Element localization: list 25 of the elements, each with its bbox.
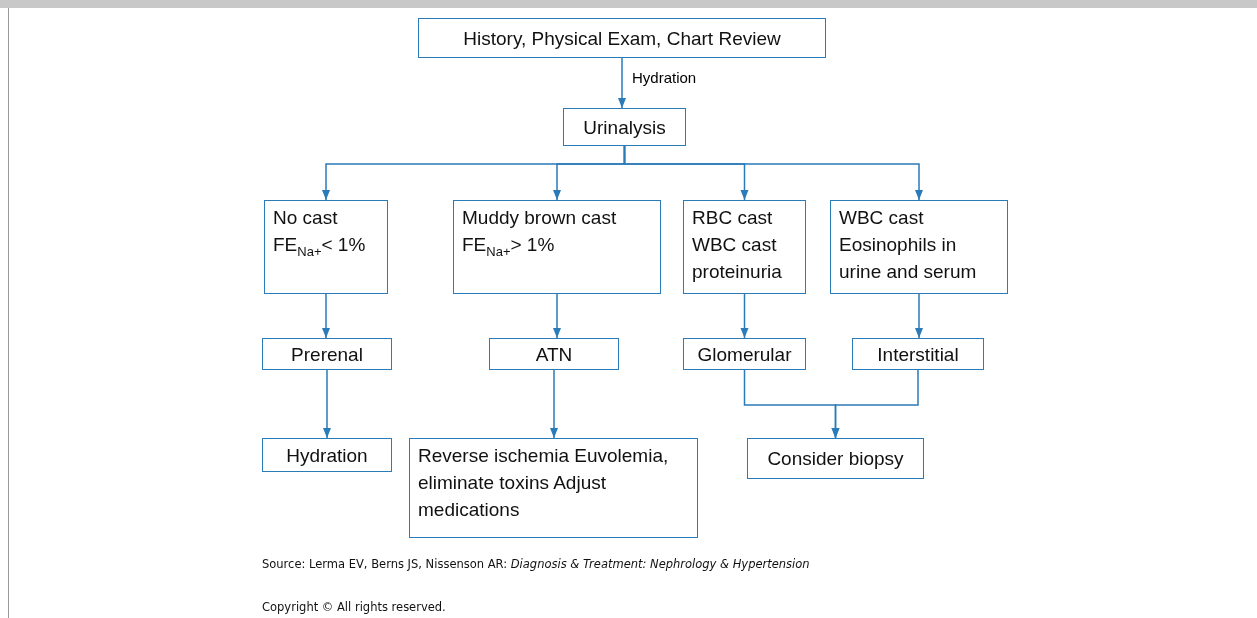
- arrow: [831, 369, 919, 439]
- process-box: Interstitial: [852, 338, 984, 370]
- process-box: Hydration: [262, 438, 392, 472]
- source-note: Copyright © All rights reserved.: [262, 599, 447, 616]
- arrow: [623, 145, 924, 201]
- process-box: Consider biopsy: [747, 438, 924, 479]
- arrow: [617, 57, 627, 109]
- process-box: History, Physical Exam, Chart Review: [418, 18, 826, 58]
- edge-label: Hydration: [630, 69, 699, 86]
- process-box: RBC cast WBC cast proteinuria: [683, 200, 806, 294]
- process-box: Urinalysis: [563, 108, 686, 146]
- arrow: [914, 293, 924, 339]
- process-box: Glomerular: [683, 338, 806, 370]
- arrow: [740, 293, 749, 339]
- process-box: Prerenal: [262, 338, 392, 370]
- arrow: [322, 369, 332, 439]
- arrow: [552, 293, 562, 339]
- arrow: [321, 293, 331, 339]
- process-box: No cast FE$_{Na+}$< 1%: [264, 200, 388, 294]
- process-box: WBC cast Eosinophils in urine and serum: [830, 200, 1008, 294]
- arrow: [549, 369, 559, 439]
- process-box: Reverse ischemia Euvolemia, eliminate toxins Adjust medications: [409, 438, 698, 538]
- process-box: Muddy brown cast FE$_{Na+}$> 1%: [453, 200, 661, 294]
- process-box: ATN: [489, 338, 619, 370]
- source-note: Source: Lerma EV, Berns JS, Nissenson AR: Diagnosis & Treatment: Nephrology & Hypertension: [262, 556, 811, 573]
